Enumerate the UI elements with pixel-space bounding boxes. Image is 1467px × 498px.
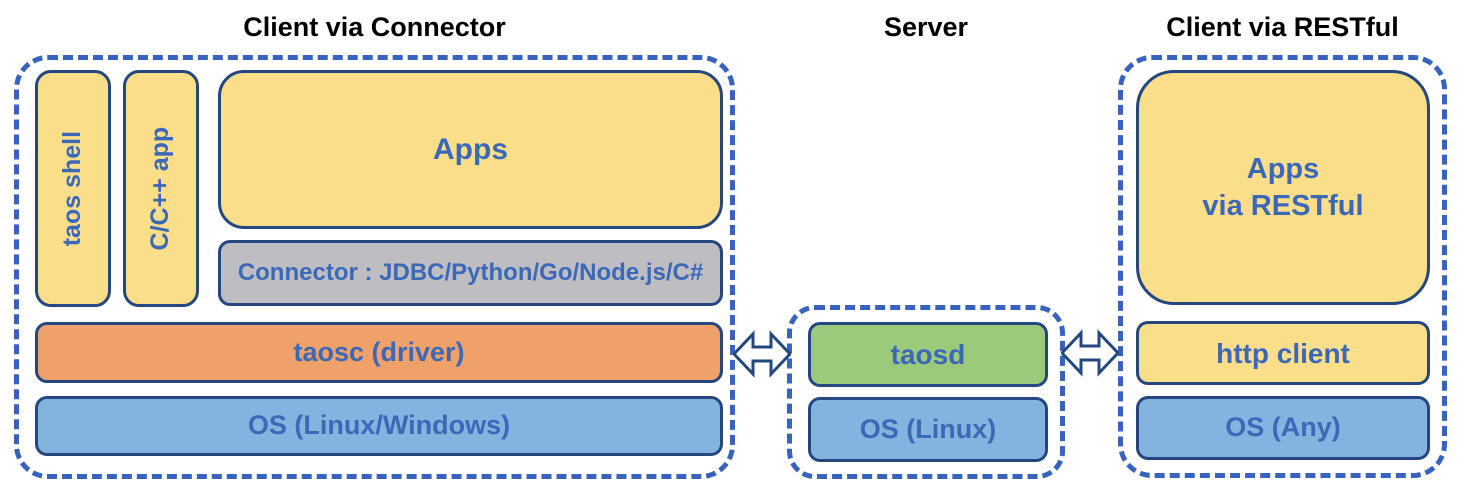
apps-via-restful-line1: Apps: [1246, 153, 1320, 186]
apps-via-restful-label: Apps via RESTful: [1202, 151, 1363, 224]
apps-via-restful-box: Apps via RESTful: [1136, 70, 1430, 305]
apps-box: Apps: [218, 70, 723, 229]
os-linux-label: OS (Linux): [859, 413, 997, 444]
connector-box: Connector : JDBC/Python/Go/Node.js/C#: [218, 240, 723, 306]
taosd-label: taosd: [890, 339, 966, 370]
client-restful-title: Client via RESTful: [1166, 12, 1399, 42]
http-client-label: http client: [1216, 337, 1350, 369]
taosd-box: taosd: [808, 322, 1048, 387]
taosc-driver-label: taosc (driver): [293, 336, 465, 367]
http-client-box: http client: [1136, 321, 1430, 385]
taos-shell-label: taos shell: [58, 130, 87, 247]
server-title: Server: [883, 12, 969, 42]
os-any-box: OS (Any): [1136, 396, 1430, 460]
cpp-app-label: C/C++ app: [146, 126, 175, 251]
os-any-label: OS (Any): [1225, 412, 1341, 443]
apps-label: Apps: [433, 132, 508, 166]
client-server-double-arrow-icon: [733, 330, 791, 378]
connector-label: Connector : JDBC/Python/Go/Node.js/C#: [237, 259, 704, 286]
apps-via-restful-line2: via RESTful: [1202, 189, 1364, 222]
taosc-driver-box: taosc (driver): [35, 322, 723, 383]
os-linux-windows-box: OS (Linux/Windows): [35, 396, 723, 456]
client-connector-title: Client via Connector: [243, 12, 506, 42]
os-linux-box: OS (Linux): [808, 397, 1048, 462]
server-restful-double-arrow-icon: [1061, 329, 1119, 377]
cpp-app-box: C/C++ app: [123, 70, 199, 307]
server-container: [787, 305, 1065, 479]
taos-shell-box: taos shell: [35, 70, 111, 307]
client-connector-container: [14, 55, 735, 479]
client-restful-container: [1118, 55, 1447, 478]
os-linux-windows-label: OS (Linux/Windows): [247, 410, 511, 441]
